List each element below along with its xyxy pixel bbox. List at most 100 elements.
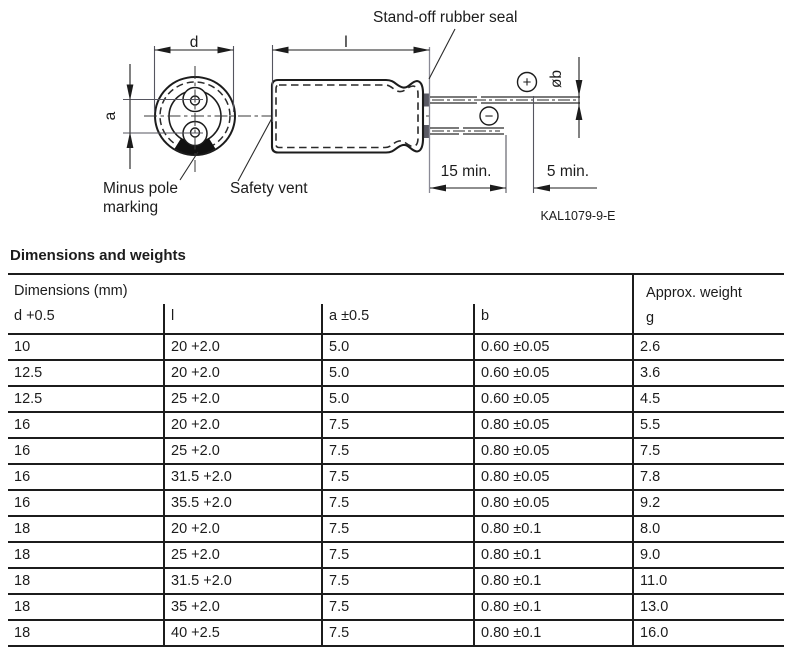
- minus-pole-label-line1: Minus pole: [103, 180, 178, 197]
- plus-pole-symbol: +: [516, 71, 538, 93]
- svg-text:−: −: [485, 108, 494, 125]
- b-label: øb: [548, 70, 565, 88]
- cell: 7.5: [321, 541, 474, 568]
- group-header-row: Dimensions (mm) Approx. weight g: [8, 274, 785, 334]
- cell: 16: [8, 437, 164, 464]
- cell: 31.5 +2.0: [163, 567, 322, 594]
- cell: 16: [8, 411, 164, 438]
- d-label: d: [190, 34, 199, 51]
- cell: 35 +2.0: [163, 593, 322, 620]
- l-arrow-right: [413, 46, 430, 54]
- weight-unit-label: g: [646, 310, 655, 326]
- cell: 13.0: [632, 593, 785, 620]
- cell: 40 +2.5: [163, 619, 322, 646]
- rubber-seal-top: [422, 93, 430, 107]
- group-header-dimensions: Dimensions (mm): [14, 283, 128, 299]
- cell: 35.5 +2.0: [163, 489, 322, 516]
- cell: 7.5: [321, 437, 474, 464]
- section-title: Dimensions and weights: [10, 247, 186, 264]
- body-inner-dashed: [275, 84, 419, 149]
- cell: 0.80 ±0.05: [472, 489, 634, 516]
- d-arrow-left: [154, 46, 171, 54]
- cell: 2.6: [632, 333, 785, 360]
- l-label: l: [344, 34, 347, 51]
- leads: [430, 96, 580, 135]
- cell: 3.6: [632, 359, 785, 386]
- cell: 7.5: [321, 411, 474, 438]
- a-arrow-bottom: [126, 132, 134, 148]
- capacitor-drawing: d a: [0, 0, 792, 240]
- cell: 5.0: [321, 385, 474, 412]
- minus-pole-label-line2: marking: [103, 199, 158, 216]
- cell: 4.5: [632, 385, 785, 412]
- cell: 7.5: [321, 515, 474, 542]
- safety-vent-label: Safety vent: [230, 180, 308, 197]
- cell: 18: [8, 567, 164, 594]
- d-arrow-right: [217, 46, 234, 54]
- cell: 20 +2.0: [163, 359, 322, 386]
- cell: 25 +2.0: [163, 385, 322, 412]
- inner-dashed-circle: [159, 81, 231, 151]
- cell: 0.80 ±0.05: [472, 411, 634, 438]
- cell: 12.5: [8, 385, 164, 412]
- cell: 0.80 ±0.05: [472, 437, 634, 464]
- cell: 18: [8, 541, 164, 568]
- standoff-leader-line: [428, 28, 456, 80]
- cell: 7.5: [632, 437, 785, 464]
- cell: 31.5 +2.0: [163, 463, 322, 490]
- cell: 0.80 ±0.1: [472, 515, 634, 542]
- cell: 18: [8, 515, 164, 542]
- cell: 10: [8, 333, 164, 360]
- dimensions-table: Dimensions (mm) Approx. weight g d +0.5 …: [8, 273, 785, 647]
- cell: 8.0: [632, 515, 785, 542]
- min15-arrow-right: [490, 184, 506, 192]
- cell: 7.5: [321, 489, 474, 516]
- column-header-d: d +0.5: [14, 308, 55, 324]
- cell: 0.80 ±0.05: [472, 463, 634, 490]
- cell: 25 +2.0: [163, 437, 322, 464]
- weight-header-label: Approx. weight: [646, 285, 742, 301]
- capacitor-side-view: [270, 47, 431, 193]
- rubber-seal-bottom: [422, 125, 430, 138]
- cell: 25 +2.0: [163, 541, 322, 568]
- capacitor-drawing-svg: d a: [102, 9, 616, 223]
- standoff-label: Stand-off rubber seal: [373, 9, 517, 26]
- table-header: Dimensions (mm) Approx. weight g d +0.5 …: [8, 274, 785, 334]
- cell: 7.5: [321, 463, 474, 490]
- column-header-a: a ±0.5: [321, 304, 474, 334]
- min5-label: 5 min.: [547, 163, 589, 180]
- group-header-weight: Approx. weight g: [632, 274, 785, 334]
- min15-label: 15 min.: [441, 163, 492, 180]
- a-label: a: [102, 111, 119, 120]
- min15-arrow-left: [430, 184, 446, 192]
- column-header-l: l: [163, 304, 322, 334]
- cell: 9.2: [632, 489, 785, 516]
- cell: 18: [8, 593, 164, 620]
- cell: 0.60 ±0.05: [472, 385, 634, 412]
- dimension-a: [123, 64, 203, 169]
- cell: 20 +2.0: [163, 333, 322, 360]
- minus-pole-leader-line: [179, 151, 199, 181]
- cell: 16: [8, 463, 164, 490]
- cell: 7.5: [321, 593, 474, 620]
- cell: 11.0: [632, 567, 785, 594]
- cell: 18: [8, 619, 164, 646]
- svg-text:+: +: [523, 74, 532, 91]
- b-arrow-down: [575, 80, 583, 96]
- l-arrow-left: [272, 46, 289, 54]
- dimension-l: [271, 45, 430, 122]
- cell: 7.5: [321, 619, 474, 646]
- b-arrow-up: [575, 104, 583, 120]
